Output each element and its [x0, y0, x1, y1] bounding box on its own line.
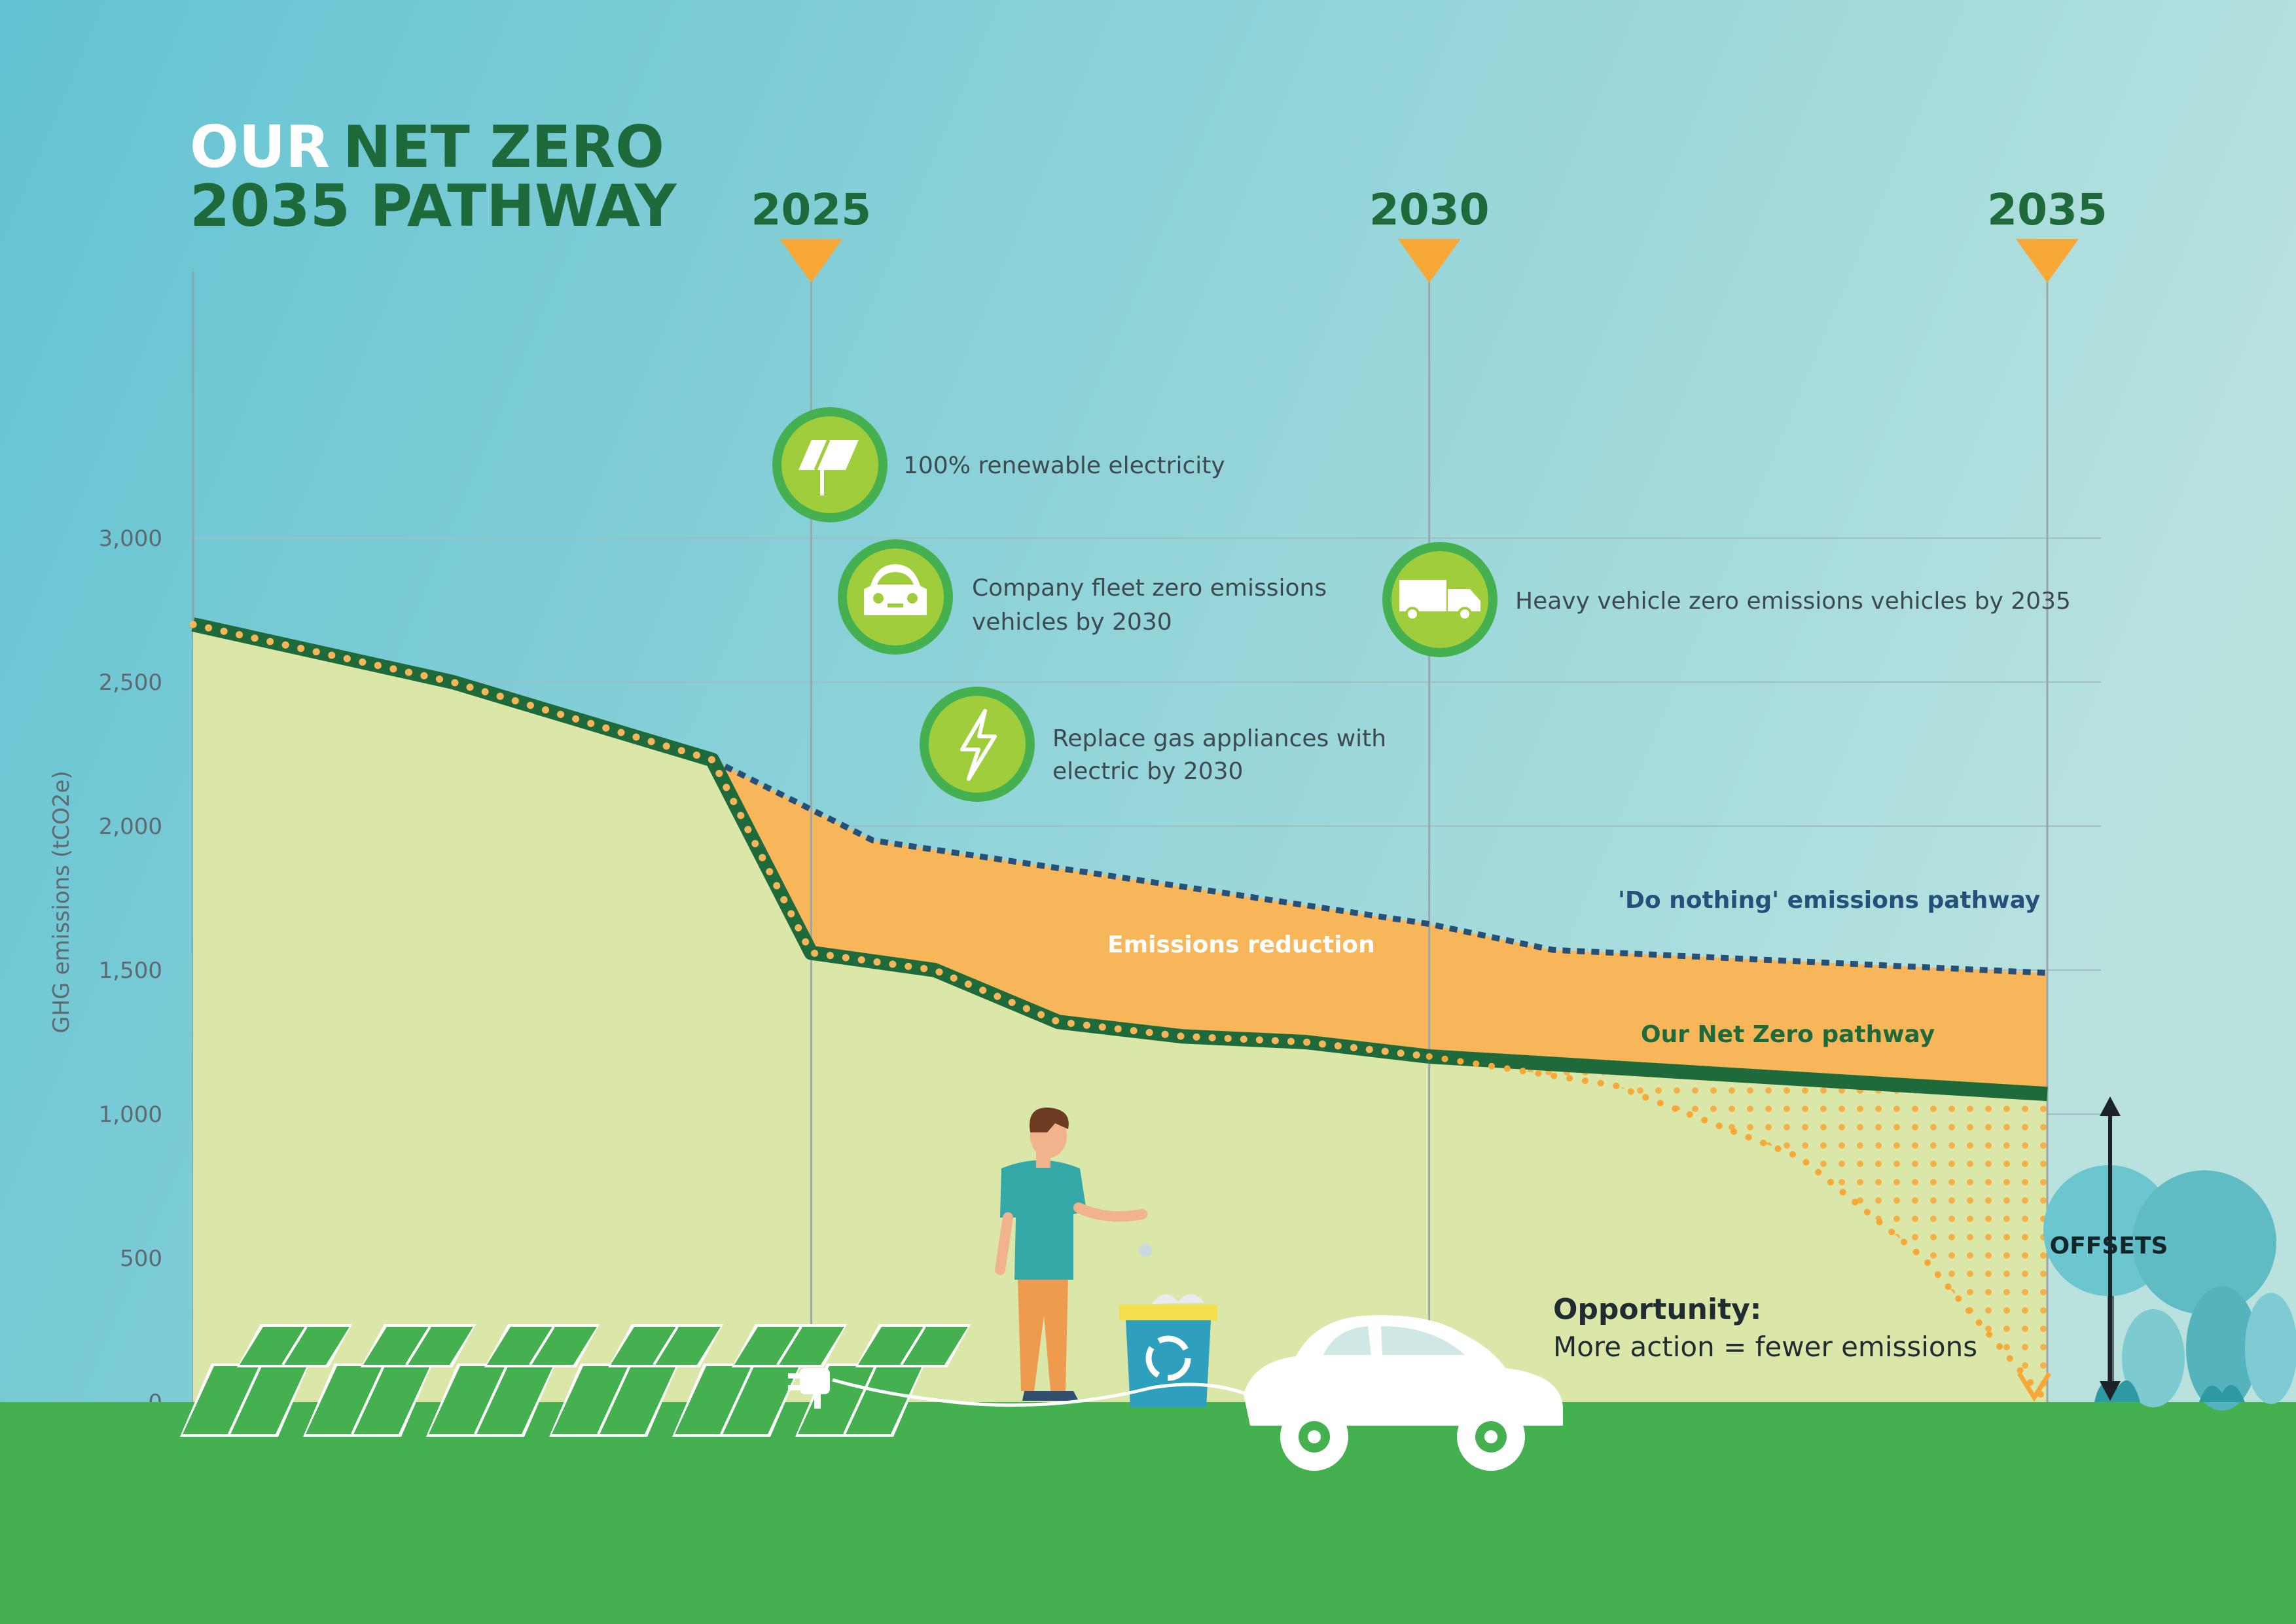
grass-ground	[0, 1402, 2296, 1624]
power-cable	[832, 1378, 1284, 1416]
solar-panel	[237, 1324, 352, 1367]
solar-panel	[549, 1363, 679, 1437]
solar-panel	[732, 1324, 847, 1367]
year-marker-triangle	[780, 239, 843, 283]
recycle-icon	[1145, 1335, 1191, 1381]
title-line-2: 2035 PATHWAY	[190, 172, 677, 240]
year-label: 2025	[751, 185, 871, 235]
do-nothing-label: 'Do nothing' emissions pathway	[1618, 887, 2040, 914]
milestone-text: Heavy vehicle zero emissions vehicles by…	[1515, 588, 2071, 615]
milestone-fleet: Company fleet zero emissions vehicles by…	[838, 539, 1327, 655]
opportunity-text: More action = fewer emissions	[1553, 1331, 1977, 1363]
opportunity-area	[1429, 1056, 2047, 1402]
net-zero-line-solid	[1429, 1049, 2048, 1102]
solar-panel	[426, 1363, 556, 1437]
year-markers: 2025 2030 2035	[751, 185, 2108, 1402]
milestone-text: 100% renewable electricity	[903, 452, 1225, 479]
solar-panel	[855, 1324, 971, 1367]
net-zero-area	[193, 624, 2047, 1402]
y-tick-label: 3,000	[99, 526, 162, 552]
year-marker-triangle	[2016, 239, 2079, 283]
opportunity-title: Opportunity:	[1553, 1293, 1761, 1326]
solar-panel	[361, 1324, 476, 1367]
person-illustration	[995, 1108, 1152, 1401]
solar-panel	[672, 1363, 802, 1437]
milestone-heavy-vehicle: Heavy vehicle zero emissions vehicles by…	[1382, 542, 2071, 657]
milestone-text: vehicles by 2030	[972, 609, 1172, 636]
y-tick-label: 1,000	[99, 1102, 162, 1128]
net-zero-label: Our Net Zero pathway	[1641, 1021, 1935, 1048]
offsets-arrow	[2100, 1096, 2121, 1401]
milestone-gas: Replace gas appliances with electric by …	[920, 687, 1386, 802]
do-nothing-line	[711, 757, 2048, 976]
electric-car-illustration	[1244, 1315, 1563, 1471]
y-tick-label: 500	[120, 1246, 162, 1272]
offsets-label: OFFSETS	[2050, 1233, 2168, 1259]
net-zero-line	[191, 617, 1430, 1064]
opportunity-line	[1426, 1053, 2051, 1405]
year-label: 2035	[1987, 185, 2108, 235]
solar-panel	[303, 1363, 433, 1437]
milestone-renewable: 100% renewable electricity	[772, 407, 1225, 522]
milestone-text: Company fleet zero emissions	[972, 575, 1327, 602]
y-tick-label: 2,500	[99, 670, 162, 696]
y-tick-label: 1,500	[99, 958, 162, 984]
milestone-text: electric by 2030	[1052, 758, 1243, 785]
electric-car-icon	[864, 564, 927, 615]
plug-icon	[788, 1368, 830, 1409]
solar-panel	[180, 1363, 310, 1437]
solar-panels	[180, 1324, 971, 1437]
truck-icon	[1399, 580, 1480, 621]
solar-panel	[608, 1324, 723, 1367]
y-axis-label: GHG emissions (tCO2e)	[48, 770, 75, 1033]
solar-panel-icon	[798, 439, 859, 496]
lightning-bolt-icon	[960, 709, 997, 781]
solar-panel	[484, 1324, 600, 1367]
opportunity-arrow	[2017, 1372, 2051, 1402]
milestone-text: Replace gas appliances with	[1052, 725, 1386, 752]
year-label: 2030	[1369, 185, 1490, 235]
year-marker-triangle	[1397, 239, 1461, 283]
y-tick-label: 2,000	[99, 814, 162, 840]
emissions-reduction-label: Emissions reduction	[1107, 931, 1375, 958]
